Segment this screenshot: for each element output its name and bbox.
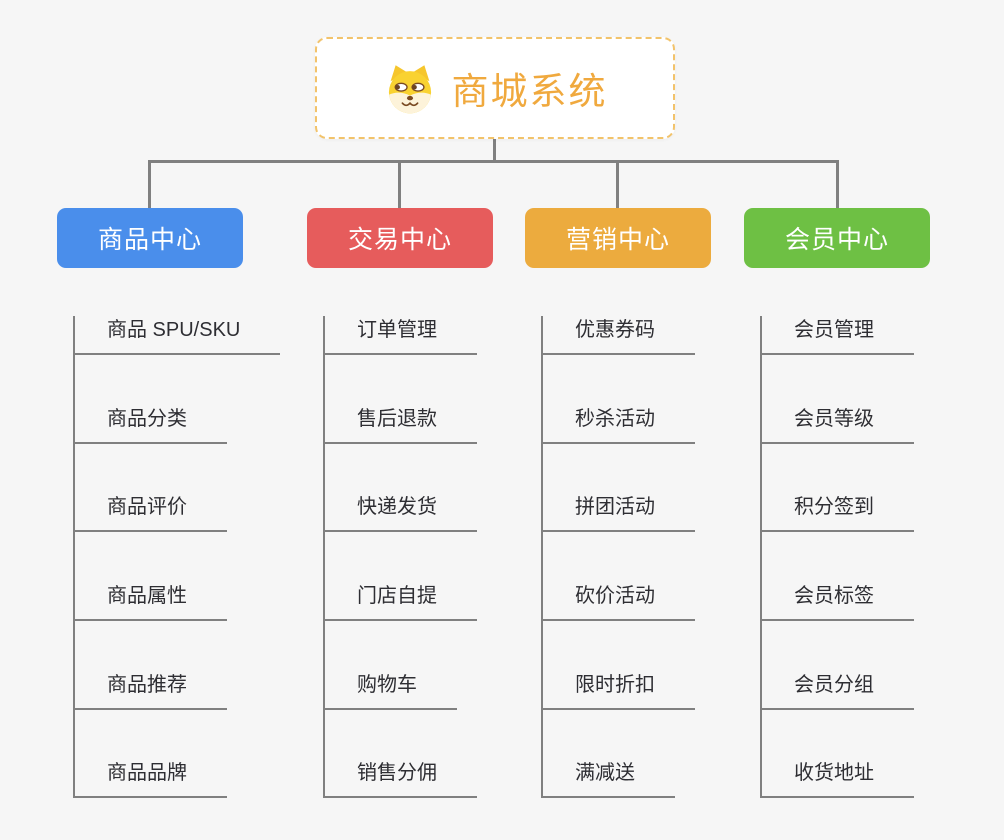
- child-node[interactable]: 会员等级: [762, 405, 914, 444]
- child-node[interactable]: 购物车: [325, 671, 457, 710]
- child-node[interactable]: 积分签到: [762, 493, 914, 533]
- child-node[interactable]: 收货地址: [762, 759, 914, 799]
- child-node[interactable]: 会员管理: [762, 316, 914, 355]
- connector-drop-member: [836, 160, 839, 208]
- branch-product: 商品中心 商品 SPU/SKU 商品分类 商品评价 商品属性 商品推荐 商品品牌: [57, 208, 281, 799]
- branch-header-trade[interactable]: 交易中心: [307, 208, 493, 268]
- branch-children-marketing: 优惠券码 秒杀活动 拼团活动 砍价活动 限时折扣 满减送: [541, 316, 711, 799]
- child-node[interactable]: 商品评价: [75, 493, 227, 533]
- connector-drop-trade: [398, 160, 401, 208]
- child-node[interactable]: 订单管理: [325, 316, 477, 355]
- child-node[interactable]: 限时折扣: [543, 671, 695, 710]
- branch-children-product: 商品 SPU/SKU 商品分类 商品评价 商品属性 商品推荐 商品品牌: [73, 316, 281, 799]
- child-node[interactable]: 会员分组: [762, 671, 914, 710]
- connector-horizontal-bar: [148, 160, 839, 163]
- root-title: 商城系统: [451, 71, 608, 112]
- child-node[interactable]: 会员标签: [762, 582, 914, 622]
- child-node[interactable]: 商品属性: [75, 582, 227, 622]
- branch-marketing: 营销中心 优惠券码 秒杀活动 拼团活动 砍价活动 限时折扣 满减送: [525, 208, 711, 799]
- branch-label: 会员中心: [784, 226, 889, 254]
- connector-drop-marketing: [616, 160, 619, 208]
- branch-header-product[interactable]: 商品中心: [57, 208, 243, 268]
- branch-children-member: 会员管理 会员等级 积分签到 会员标签 会员分组 收货地址: [760, 316, 930, 799]
- branch-member: 会员中心 会员管理 会员等级 积分签到 会员标签 会员分组 收货地址: [744, 208, 930, 799]
- branch-header-member[interactable]: 会员中心: [744, 208, 930, 268]
- child-node[interactable]: 商品推荐: [75, 671, 227, 710]
- child-node[interactable]: 销售分佣: [325, 759, 477, 799]
- child-node[interactable]: 商品分类: [75, 405, 227, 444]
- child-node[interactable]: 满减送: [543, 759, 675, 799]
- child-node[interactable]: 商品 SPU/SKU: [75, 316, 281, 355]
- root-node[interactable]: 商城系统: [315, 37, 675, 139]
- child-node[interactable]: 优惠券码: [543, 316, 695, 355]
- branch-children-trade: 订单管理 售后退款 快递发货 门店自提 购物车 销售分佣: [323, 316, 493, 799]
- child-node[interactable]: 砍价活动: [543, 582, 695, 622]
- branch-label: 商品中心: [97, 226, 202, 254]
- connector-root-stem: [493, 137, 496, 161]
- branch-label: 交易中心: [347, 226, 452, 254]
- connector-drop-product: [148, 160, 151, 208]
- child-node[interactable]: 商品品牌: [75, 759, 227, 799]
- child-node[interactable]: 拼团活动: [543, 493, 695, 533]
- dog-face-icon: [388, 65, 431, 114]
- child-node[interactable]: 售后退款: [325, 405, 477, 444]
- child-node[interactable]: 门店自提: [325, 582, 477, 622]
- child-node[interactable]: 快递发货: [325, 493, 477, 533]
- branch-label: 营销中心: [565, 226, 670, 254]
- child-node[interactable]: 秒杀活动: [543, 405, 695, 444]
- branch-trade: 交易中心 订单管理 售后退款 快递发货 门店自提 购物车 销售分佣: [307, 208, 493, 799]
- branch-header-marketing[interactable]: 营销中心: [525, 208, 711, 268]
